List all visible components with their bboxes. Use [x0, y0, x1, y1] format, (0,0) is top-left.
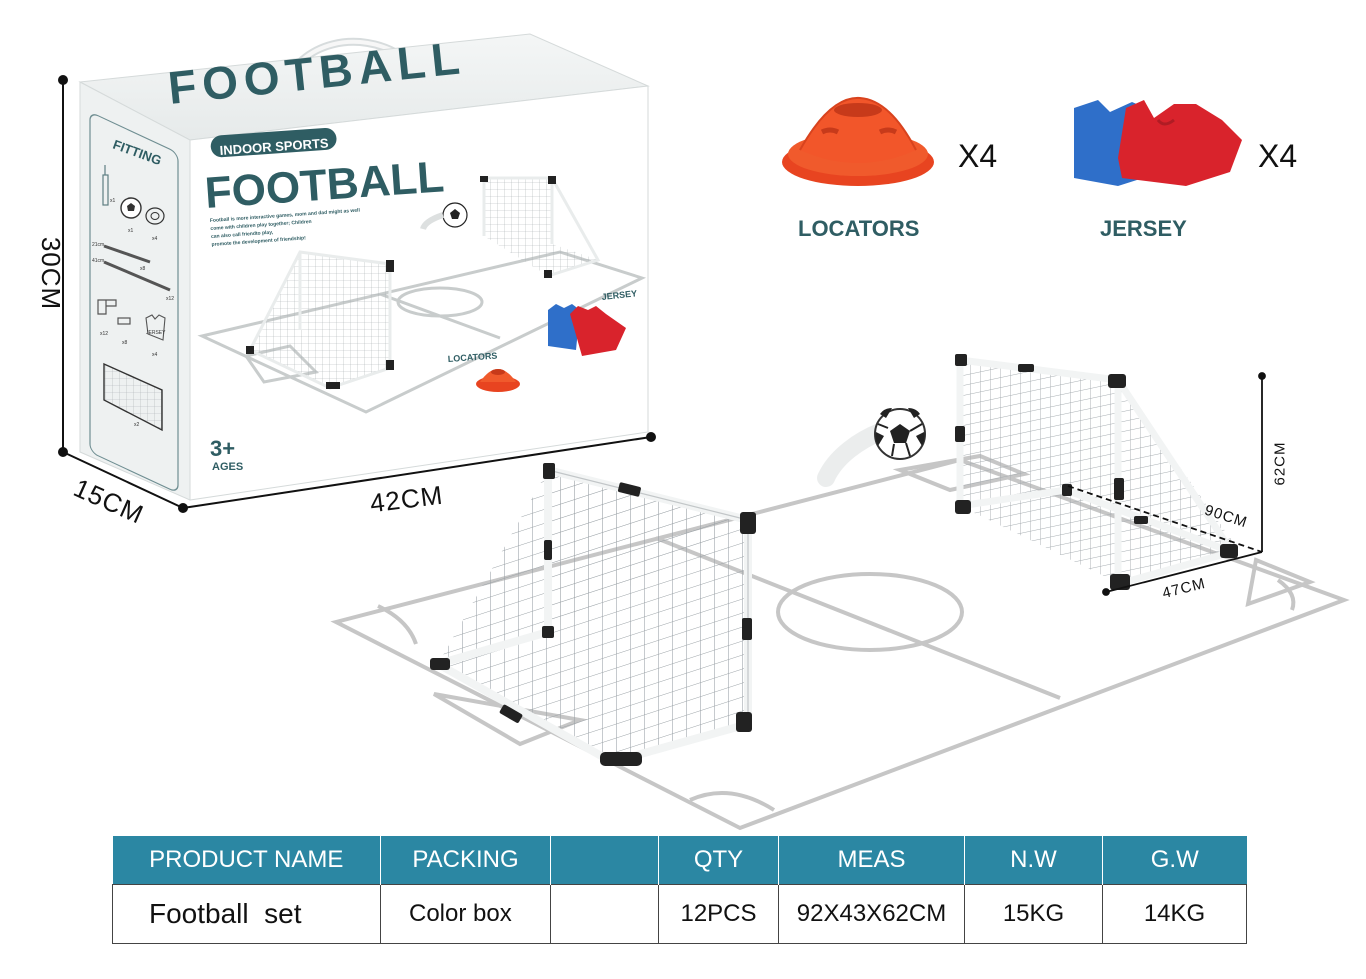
- back-goal: [955, 354, 1240, 590]
- fitting-connector-icon: [97, 299, 131, 325]
- header-gw: G.W: [1102, 836, 1247, 885]
- fitting-pump-icon: [102, 165, 109, 206]
- cell-nw: 15KG: [964, 884, 1103, 944]
- jersey-icon: [1074, 100, 1242, 186]
- fitting-pipe-icon: [103, 260, 171, 292]
- age-label: AGES: [212, 461, 243, 473]
- cell-gw: 14KG: [1102, 884, 1247, 944]
- header-meas: MEAS: [778, 836, 965, 885]
- cell-product-name: Football set: [112, 884, 381, 944]
- locators-icon: [782, 96, 934, 186]
- header-packing: PACKING: [380, 836, 551, 885]
- box-locators-icon: [476, 369, 520, 392]
- fitting-jersey-label: JERSEY: [146, 330, 166, 336]
- spec-table: PRODUCT NAME PACKING QTY MEAS N.W G.W Fo…: [112, 836, 1247, 944]
- fitting-count: x12: [100, 331, 108, 337]
- box-goal-front: [246, 250, 394, 390]
- fitting-count: x8: [122, 340, 128, 346]
- goal-height-label: 62CM: [1271, 441, 1289, 486]
- header-empty: [550, 836, 659, 885]
- fitting-count: x1: [128, 228, 134, 234]
- fitting-count: x4: [152, 352, 158, 358]
- front-goal: [430, 463, 756, 766]
- fitting-count: x1: [110, 198, 116, 204]
- fitting-count: x8: [140, 266, 146, 272]
- box-dimension-lines: [58, 75, 656, 513]
- header-product-name: PRODUCT NAME: [112, 836, 381, 885]
- main-ball-icon: [817, 408, 926, 487]
- box-locators-label: LOCATORS: [447, 351, 497, 364]
- fitting-cone-icon: [145, 207, 165, 225]
- box-goal-back: [480, 176, 601, 278]
- box-jersey-label: JERSEY: [601, 288, 637, 302]
- table-row: Football set Color box 12PCS 92X43X62CM …: [112, 884, 1247, 944]
- fitting-count: x4: [152, 236, 158, 242]
- fitting-goal-icon: [103, 362, 163, 432]
- fitting-pipe-icon: [103, 244, 151, 264]
- locators-qty: X4: [958, 138, 998, 174]
- box-jersey-icon: [548, 304, 626, 356]
- cell-qty: 12PCS: [658, 884, 779, 944]
- box-height-label: 30CM: [36, 236, 67, 311]
- fitting-ball-icon: [120, 197, 142, 219]
- fitting-jersey-icon: JERSEY: [145, 314, 166, 341]
- cell-empty: [550, 884, 659, 944]
- fitting-count: x12: [166, 296, 174, 302]
- cell-packing: Color box: [380, 884, 551, 944]
- fitting-size: 21cm: [92, 242, 104, 248]
- jersey-label: JERSEY: [1100, 216, 1187, 241]
- goal-dimension-lines: [1067, 372, 1266, 596]
- cell-meas: 92X43X62CM: [778, 884, 965, 944]
- product-box: FOOTBALL FITTING x1 x1 x4 21cm x8 41cm x…: [78, 31, 650, 501]
- spec-table-header: PRODUCT NAME PACKING QTY MEAS N.W G.W: [112, 836, 1247, 885]
- locators-label: LOCATORS: [798, 216, 920, 241]
- box-ball-icon: [420, 202, 468, 231]
- fitting-size: 41cm: [92, 258, 104, 264]
- jersey-qty: X4: [1258, 138, 1298, 174]
- header-nw: N.W: [964, 836, 1103, 885]
- header-qty: QTY: [658, 836, 779, 885]
- fitting-count: x2: [134, 422, 140, 428]
- age-number: 3+: [210, 436, 235, 461]
- description-line: can also call friendto play,: [211, 230, 274, 240]
